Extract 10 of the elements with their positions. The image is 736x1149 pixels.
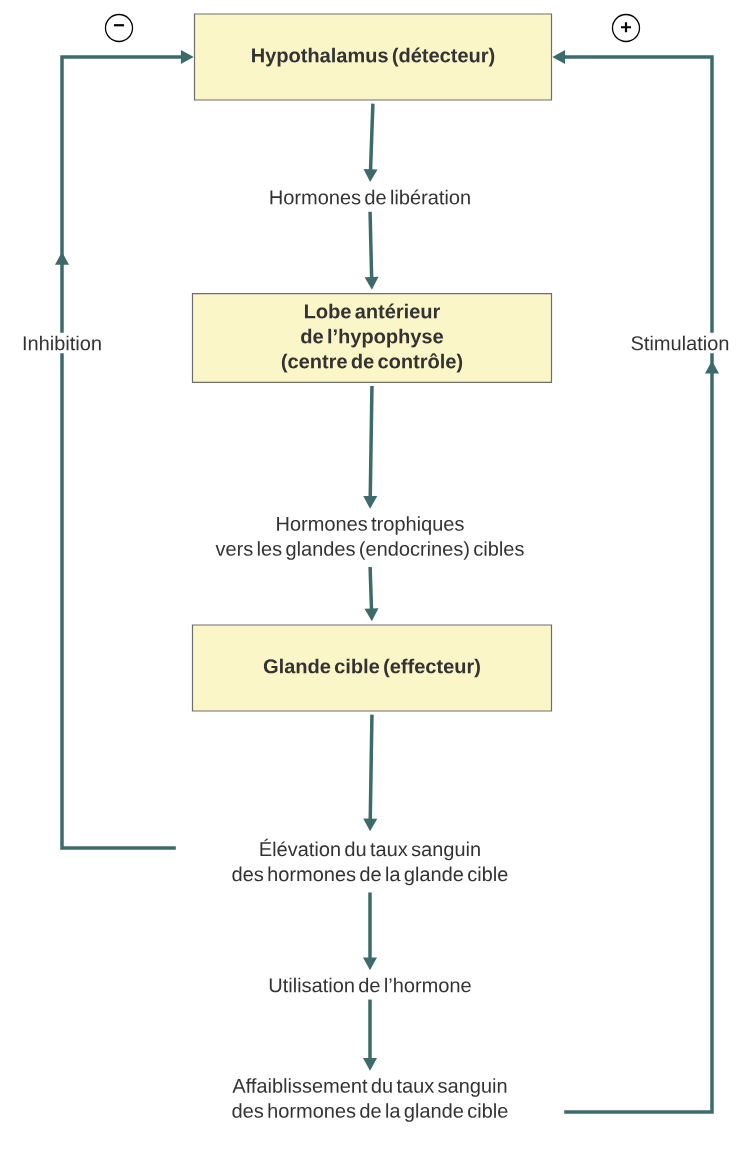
flow-text: Utilisation de l’hormone	[269, 977, 471, 993]
flow-text: Hormones de libération	[270, 189, 470, 205]
process-box: Hypothalamus (détecteur)	[193, 13, 553, 101]
flow-text: Hormones trophiques vers les glandes (endocrines) cibles	[215, 516, 524, 560]
flow-text: Affaiblissement du taux sanguin des hormones de la glande cible	[232, 1078, 508, 1122]
process-box: Glande cible (effecteur)	[191, 624, 553, 712]
flow-text: Élévation du taux sanguin des hormones de la glande cible	[232, 838, 508, 886]
edge-label: Inhibition	[18, 332, 106, 354]
process-box: Lobe antérieur de l’hypophyse (centre de contrôle)	[191, 293, 553, 384]
edge-label: Stimulation	[627, 332, 733, 354]
